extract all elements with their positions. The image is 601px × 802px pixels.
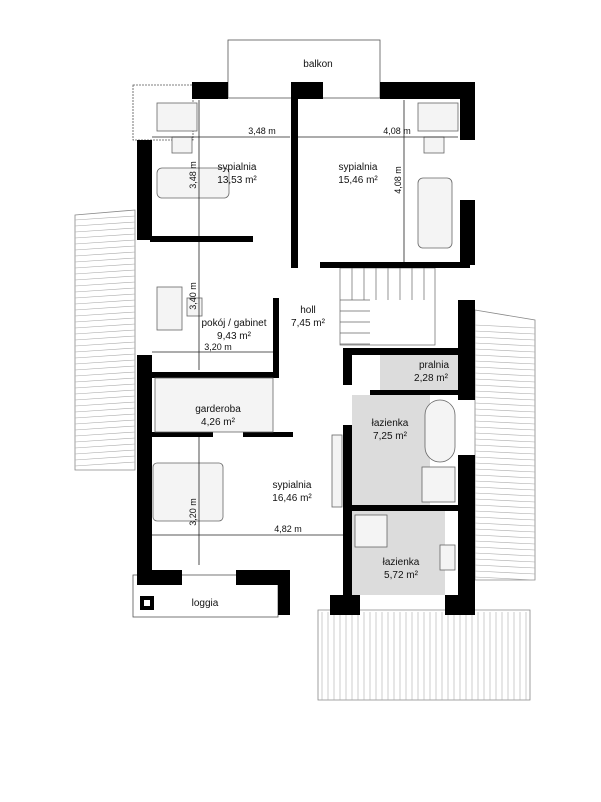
dim-bedroom3-width: 4,82 m — [274, 524, 302, 534]
room-label-bathroom1: łazienka — [372, 418, 409, 429]
room-area-bathroom2: 5,72 m² — [384, 570, 419, 581]
room-label-balkon: balkon — [303, 59, 332, 70]
dimension-lines — [152, 100, 458, 565]
furniture — [152, 102, 459, 571]
laundry-floor — [380, 355, 458, 390]
dim-bedroom1-width: 3,48 m — [248, 126, 276, 136]
dim-office-depth: 3,40 m — [188, 282, 198, 310]
room-label-bedroom1: sypialnia — [218, 162, 257, 173]
dim-bedroom1-depth: 3,48 m — [188, 161, 198, 189]
room-area-bedroom2: 15,46 m² — [338, 175, 378, 186]
room-area-laundry: 2,28 m² — [414, 373, 449, 384]
dim-bedroom2-width: 4,08 m — [383, 126, 411, 136]
room-area-wardrobe: 4,26 m² — [201, 417, 236, 428]
dim-office-width: 3,20 m — [204, 342, 232, 352]
room-label-wardrobe: garderoba — [195, 404, 241, 415]
dim-bedroom2-depth: 4,08 m — [393, 166, 403, 194]
room-label-bedroom3: sypialnia — [273, 480, 312, 491]
room-label-bedroom2: sypialnia — [339, 162, 378, 173]
room-label-holl: holl — [300, 305, 316, 316]
walls — [137, 82, 475, 615]
staircase[interactable] — [339, 267, 436, 346]
room-area-office: 9,43 m² — [217, 331, 252, 342]
room-area-holl: 7,45 m² — [291, 318, 326, 329]
room-area-bedroom1: 13,53 m² — [217, 175, 257, 186]
bathroom1-floor — [352, 395, 430, 505]
roof-hatching — [74, 209, 536, 701]
room-area-bedroom3: 16,46 m² — [272, 493, 312, 504]
room-area-bathroom1: 7,25 m² — [373, 431, 408, 442]
room-label-loggia: loggia — [192, 598, 219, 609]
room-label-bathroom2: łazienka — [383, 557, 420, 568]
dim-bedroom3-depth: 3,20 m — [188, 498, 198, 526]
room-label-laundry: pralnia — [419, 360, 449, 371]
room-label-office: pokój / gabinet — [201, 318, 266, 329]
